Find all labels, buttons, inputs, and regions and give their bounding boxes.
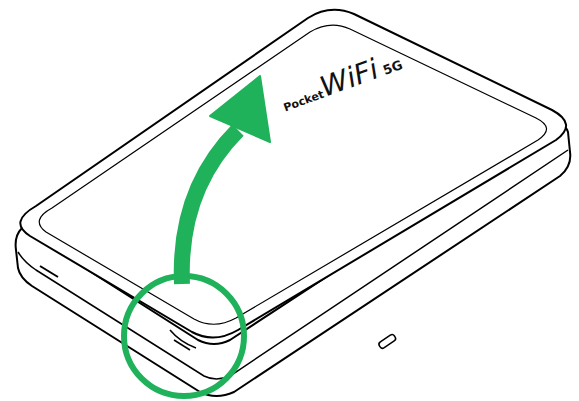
device-bezel [39,25,546,324]
usb-port [378,333,397,349]
corner-notch [174,340,190,350]
side-slot [40,266,58,277]
lift-arrow [182,130,238,284]
device-top-face [20,10,566,338]
highlight-circle [124,276,244,396]
arrow-head [210,76,270,142]
